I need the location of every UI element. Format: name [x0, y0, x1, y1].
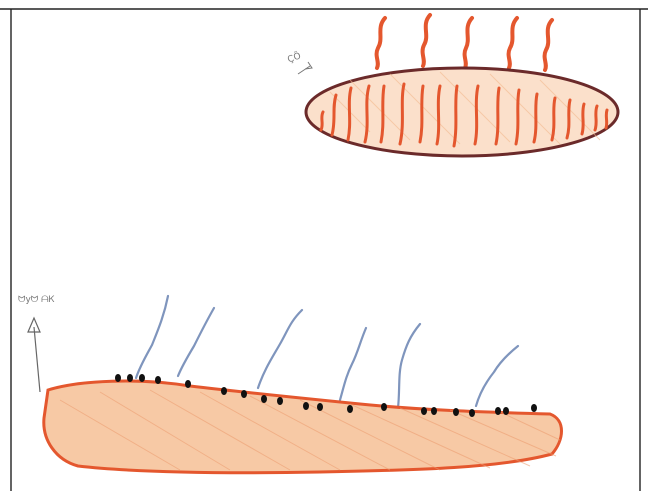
steam-line [398, 324, 420, 408]
top-loaf-drawing: ÇÕ [286, 15, 618, 156]
heat-wave [377, 18, 385, 68]
steam-line [136, 296, 168, 378]
top-label: ÇÕ [286, 50, 303, 66]
vertical-arrow [28, 318, 40, 392]
steam-line [178, 308, 214, 376]
heat-wave [423, 15, 430, 66]
loaf-body [306, 68, 618, 156]
heat-wave [509, 18, 517, 68]
heat-wave [545, 20, 552, 70]
steam-line [476, 346, 518, 406]
heat-waves [377, 15, 552, 70]
heat-wave [465, 18, 472, 68]
steam-line [340, 328, 366, 400]
bottom-label: ᗢyᗢ ᗩᏦ [18, 295, 55, 305]
bottom-ground-drawing: ᗢyᗢ ᗩᏦ [18, 295, 562, 473]
top-pointer [298, 62, 312, 74]
ground-slab [44, 381, 562, 473]
steam-line [258, 310, 302, 388]
